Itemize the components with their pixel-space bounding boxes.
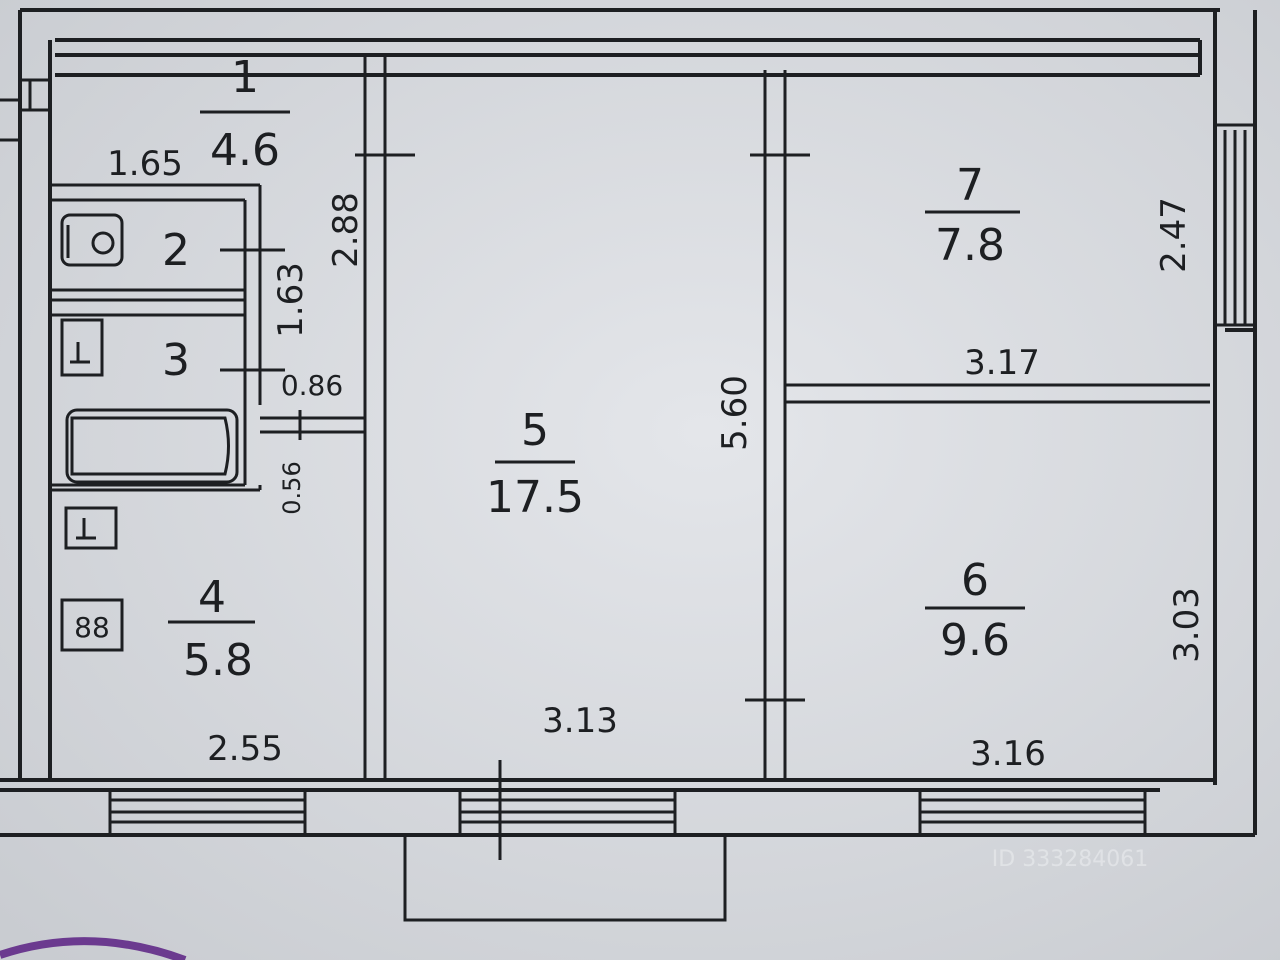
room-7-number: 7 xyxy=(956,160,984,211)
room-6-number: 6 xyxy=(961,555,989,606)
room-1-number: 1 xyxy=(231,52,259,103)
dim-living-length: 5.60 xyxy=(715,375,755,451)
room-3-number: 3 xyxy=(162,335,190,386)
room-7-area: 7.8 xyxy=(935,220,1005,271)
toilet-icon xyxy=(60,213,124,267)
partition-living-bedrooms xyxy=(763,70,787,780)
bathtub-icon xyxy=(65,408,239,484)
room-5-number: 5 xyxy=(521,405,549,456)
fixtures xyxy=(60,213,239,652)
dim-corridor-length: 2.88 xyxy=(326,192,366,268)
partition-rooms-7-6 xyxy=(785,383,1210,404)
dim-corridor-width: 1.65 xyxy=(107,144,183,184)
dim-small-room-width: 3.17 xyxy=(964,343,1040,383)
outer-wall-left xyxy=(18,10,52,780)
dim-kitchen-width: 2.55 xyxy=(207,729,283,769)
outer-wall-right xyxy=(1198,10,1257,835)
right-window xyxy=(1215,123,1255,327)
sink-icon xyxy=(60,318,104,377)
walls xyxy=(0,8,1257,837)
room-1-area: 4.6 xyxy=(210,125,280,176)
dim-bedroom-length: 3.03 xyxy=(1167,587,1207,663)
dim-bath-length: 1.63 xyxy=(271,262,311,338)
fraction-bars xyxy=(168,110,1025,624)
door-marks xyxy=(220,153,810,860)
passage xyxy=(260,416,365,434)
kitchen-sink-icon xyxy=(64,506,118,550)
purple-mark xyxy=(0,937,187,960)
dim-bedroom-width: 3.16 xyxy=(970,734,1046,774)
bathroom-block xyxy=(50,183,262,492)
room-2-number: 2 xyxy=(162,225,190,276)
watermark: ID 333284061 xyxy=(992,847,1148,872)
room-5-area: 17.5 xyxy=(486,472,584,523)
stove-icon xyxy=(60,598,124,652)
outer-wall-bottom xyxy=(0,778,1255,837)
room-4-number: 4 xyxy=(198,572,226,623)
dim-living-width: 3.13 xyxy=(542,701,618,741)
balcony xyxy=(403,835,727,922)
dim-passage-width: 0.86 xyxy=(281,369,343,402)
room-6-area: 9.6 xyxy=(940,615,1010,666)
outer-wall-top xyxy=(20,8,1220,77)
left-window xyxy=(22,78,48,112)
dim-small-room-length: 2.47 xyxy=(1154,197,1194,273)
bottom-windows xyxy=(108,790,1147,922)
dim-passage-depth: 0.56 xyxy=(278,461,306,514)
stove-label: 88 xyxy=(74,611,110,644)
room-4-area: 5.8 xyxy=(183,635,253,686)
